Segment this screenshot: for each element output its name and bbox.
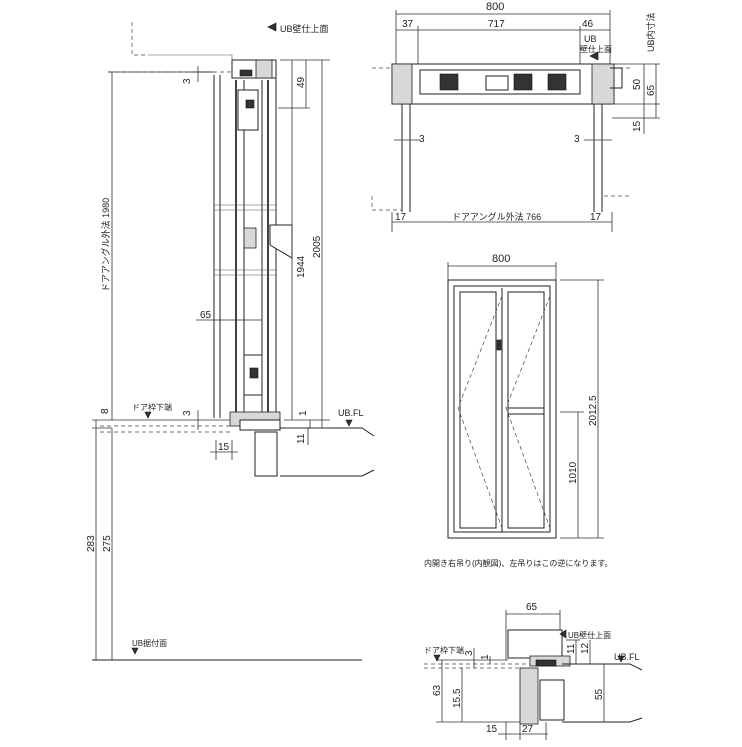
frame-bottom-arrow xyxy=(144,411,152,419)
dim-text-15: 15 xyxy=(218,442,230,453)
dim-text-1: 1 xyxy=(298,410,309,416)
elev-note: 内開き右吊り(内観図)、左吊りはこの逆になります。 xyxy=(424,558,613,568)
upper-wall-top xyxy=(148,54,233,72)
ub-wall-arrow xyxy=(267,22,277,32)
det-dim-text-3: 3 xyxy=(464,650,475,656)
det-dim-text-155: 15.5 xyxy=(452,688,463,708)
plan-hinge-3 xyxy=(513,73,533,91)
det-dim-text-27: 27 xyxy=(522,724,534,735)
dim-text-3-top: 3 xyxy=(182,78,193,84)
det-label-ub-fl: UB.FL xyxy=(614,652,640,662)
plan-label-766: ドアアングル外法 766 xyxy=(452,211,541,222)
plan-view: 800 37 717 46 UB 壁仕上面 UB内寸法 50 65 15 3 3… xyxy=(371,1,660,232)
dim-text-2005: 2005 xyxy=(312,235,323,258)
det-frame-bottom-arrow xyxy=(433,654,441,662)
det-label-frame-bottom: ドア枠下端 xyxy=(424,645,464,655)
head-seal xyxy=(239,69,253,77)
detail-view: 65 UB壁仕上面 ドア枠下端 UB.FL 3 1 11 12 63 15.5 … xyxy=(424,602,643,740)
elev-hinge-mark xyxy=(496,339,502,351)
det-ub-fl-arrow xyxy=(617,655,625,663)
dim-text-11: 11 xyxy=(296,433,307,444)
sill-insert xyxy=(239,419,281,431)
plan-dim-text-3l: 3 xyxy=(419,134,425,145)
ub-floor-arrow xyxy=(345,419,353,427)
sill-block xyxy=(254,431,278,477)
plan-hinge-1 xyxy=(439,73,459,91)
det-support xyxy=(519,667,539,725)
elev-swing-line-1 xyxy=(457,295,503,529)
plan-hinge-2 xyxy=(485,75,509,91)
plan-dim-text-3r: 3 xyxy=(574,134,580,145)
label-ub-wall-top: UB壁仕上面 xyxy=(280,23,329,34)
det-dim-text-12: 12 xyxy=(580,642,591,654)
plan-dim-text-15: 15 xyxy=(632,120,643,132)
handle xyxy=(269,224,293,259)
plan-dim-text-65: 65 xyxy=(646,84,657,96)
plan-dim-text-50: 50 xyxy=(632,78,643,90)
elev-handle-bar xyxy=(507,407,545,415)
det-dim-text-63: 63 xyxy=(432,684,443,696)
bottom-hinge-pin xyxy=(249,367,259,379)
label-frame-bottom: ドア枠下端 xyxy=(132,402,172,412)
plan-dim-text-717: 717 xyxy=(488,19,505,30)
plan-hinge-4 xyxy=(547,73,567,91)
upper-wall-outline xyxy=(131,22,148,56)
det-label-ub-wall: UB壁仕上面 xyxy=(568,630,611,640)
dim-text-3-bot: 3 xyxy=(182,410,193,416)
elev-swing-line-2 xyxy=(505,295,551,529)
plan-dim-text-17l: 17 xyxy=(395,212,407,223)
dim-text-275: 275 xyxy=(102,535,113,552)
section-view: UB壁仕上面 ドアアングル外法 1980 ドア枠下端 UB.FL UB据付面 3… xyxy=(86,22,375,661)
det-dim-text-11: 11 xyxy=(566,643,577,654)
label-mount: UB据付面 xyxy=(132,638,167,648)
det-dim-text-15: 15 xyxy=(486,724,498,735)
label-ub-fl: UB.FL xyxy=(338,408,364,418)
head-frame-core xyxy=(255,59,273,79)
label-frame-1980: ドアアングル外法 1980 xyxy=(100,198,111,292)
plan-dim-text-17r: 17 xyxy=(590,212,602,223)
plan-label-ub-inner: UB内寸法 xyxy=(645,12,656,52)
ub-floor-bottom xyxy=(280,469,375,477)
plan-dim-text-800: 800 xyxy=(486,1,504,13)
dim-text-283: 283 xyxy=(86,535,97,552)
det-seal xyxy=(535,659,557,667)
elevation-view: 800 2012.5 1010 内開き右吊り(内観図)、左吊りはこの逆になります… xyxy=(424,253,613,568)
dim-text-8: 8 xyxy=(100,408,111,414)
plan-bottom-dash-l xyxy=(371,196,402,211)
plan-ub-wall-arrow xyxy=(589,51,599,61)
det-frame-upper xyxy=(507,629,563,659)
elev-dim-text-1010: 1010 xyxy=(568,461,579,484)
dim-text-49: 49 xyxy=(296,76,307,88)
mount-arrow xyxy=(131,647,139,655)
plan-label-ub-wall: 壁仕上面 xyxy=(580,44,612,54)
det-dim-text-55: 55 xyxy=(594,688,605,700)
elev-dim-text-2012: 2012.5 xyxy=(588,395,599,426)
det-floor-bot xyxy=(562,717,643,723)
det-ub-wall-arrow xyxy=(559,629,567,639)
top-hinge xyxy=(237,89,259,131)
det-dim-text-1: 1 xyxy=(480,654,491,660)
dim-text-65: 65 xyxy=(200,310,212,321)
ub-floor-line xyxy=(280,427,375,437)
top-hinge-pin xyxy=(245,99,255,109)
plan-right-bracket xyxy=(610,67,623,89)
plan-jamb-right xyxy=(591,63,615,105)
plan-dim-text-46: 46 xyxy=(582,19,594,30)
det-dim-text-65: 65 xyxy=(526,602,538,613)
handle-block xyxy=(243,227,257,249)
elev-dim-text-800: 800 xyxy=(492,253,510,265)
plan-jamb-left xyxy=(391,63,413,105)
dim-text-1944: 1944 xyxy=(296,255,307,278)
det-floor-top xyxy=(562,663,643,671)
plan-dim-text-37: 37 xyxy=(402,19,414,30)
det-sill-block xyxy=(539,679,565,721)
plan-label-ub: UB xyxy=(584,34,597,44)
